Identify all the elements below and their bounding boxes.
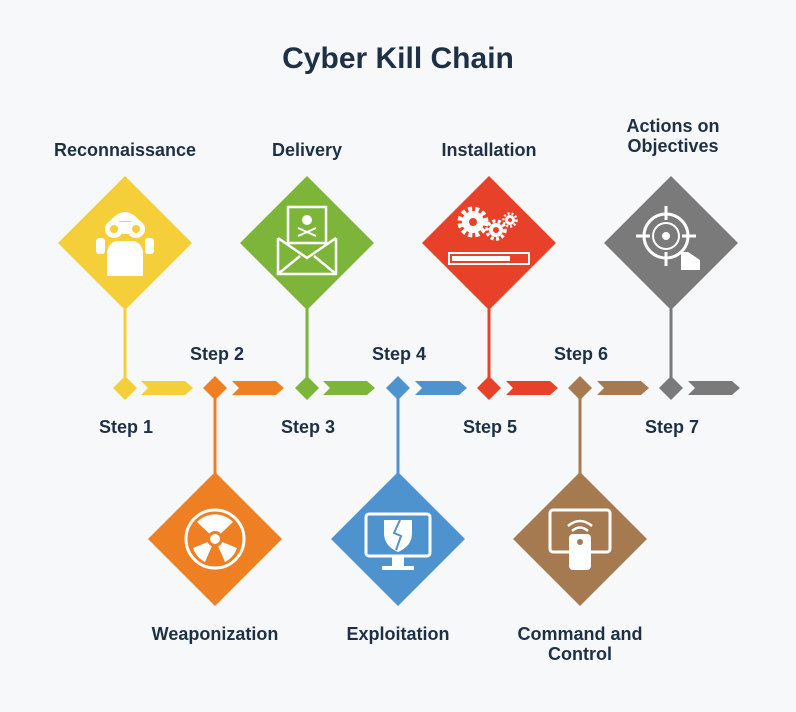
step-label-4: Step 4 bbox=[371, 344, 427, 364]
stage-label-delivery: Delivery bbox=[271, 140, 343, 160]
crosshair-target-icon bbox=[636, 206, 700, 270]
timeline-node-1 bbox=[113, 376, 193, 400]
timeline-node-4 bbox=[386, 376, 467, 400]
stage-diamond-reconnaissance bbox=[58, 176, 192, 310]
stage-label-actions-on-objectives: Actions on Objectives bbox=[626, 116, 720, 156]
timeline-node-7 bbox=[659, 376, 740, 400]
stage-label-weaponization: Weaponization bbox=[151, 624, 279, 644]
stage-label-exploitation: Exploitation bbox=[346, 624, 450, 644]
stage-label-installation: Installation bbox=[441, 140, 537, 160]
radiation-icon bbox=[184, 508, 246, 570]
binoculars-person-icon bbox=[96, 212, 154, 276]
timeline-node-5 bbox=[477, 376, 558, 400]
timeline-node-6 bbox=[568, 376, 649, 400]
timeline-node-2 bbox=[203, 376, 284, 400]
stage-diamond-exploitation bbox=[331, 472, 465, 606]
stage-label-reconnaissance: Reconnaissance bbox=[53, 140, 197, 160]
step-label-5: Step 5 bbox=[462, 417, 518, 437]
stage-diamond-delivery bbox=[240, 176, 374, 310]
stage-diamond-installation bbox=[422, 176, 556, 310]
remote-control-icon bbox=[548, 508, 612, 570]
page-title: Cyber Kill Chain bbox=[282, 42, 514, 75]
step-label-2: Step 2 bbox=[189, 344, 245, 364]
stage-label-command-and-control: Command and Control bbox=[517, 624, 643, 664]
timeline-node-3 bbox=[295, 376, 375, 400]
step-label-3: Step 3 bbox=[280, 417, 336, 437]
stage-diamond-command-and-control bbox=[513, 472, 647, 606]
shield-monitor-icon bbox=[364, 512, 432, 570]
step-label-7: Step 7 bbox=[644, 417, 700, 437]
step-label-1: Step 1 bbox=[98, 417, 154, 437]
step-label-6: Step 6 bbox=[553, 344, 609, 364]
stage-diamond-actions-on-objectives bbox=[604, 176, 738, 310]
malware-envelope-icon bbox=[276, 205, 338, 276]
stage-diamond-weaponization bbox=[148, 472, 282, 606]
gears-progress-icon bbox=[448, 206, 530, 265]
